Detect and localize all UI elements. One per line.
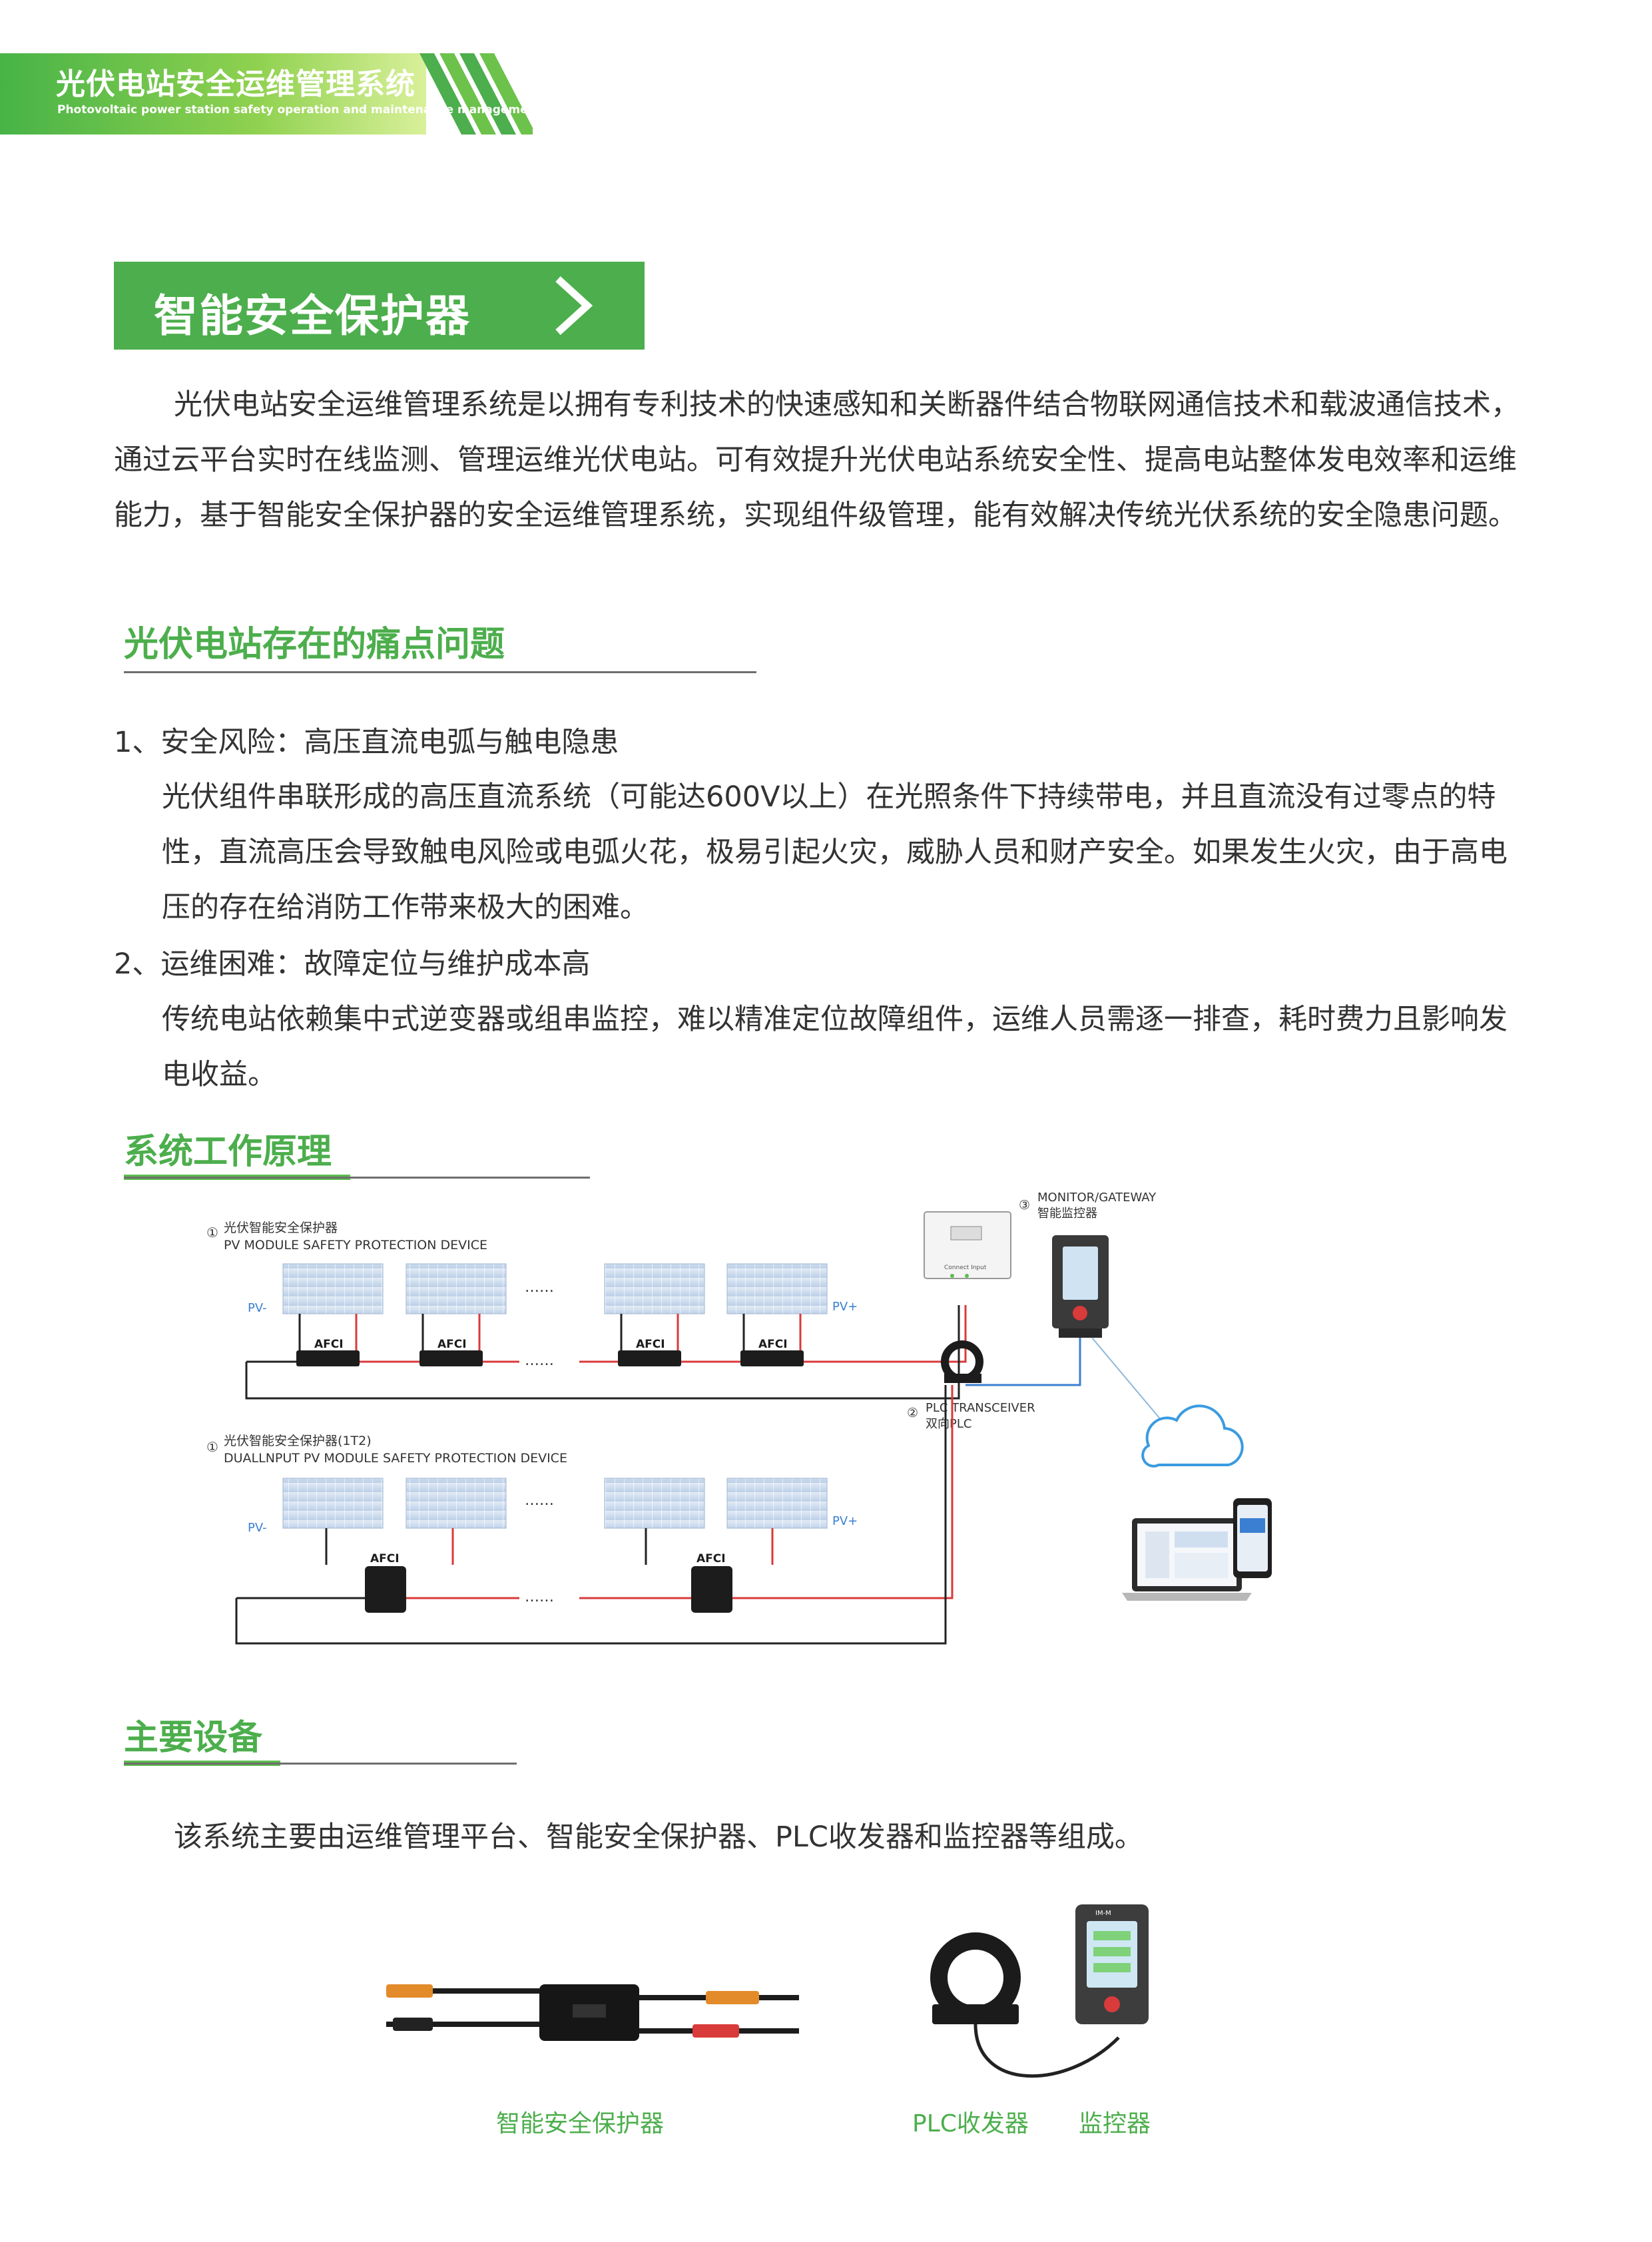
monitor-label-en: MONITOR/GATEWAY [1037,1191,1157,1205]
monitor-device-label: IM-M [1095,1910,1111,1917]
header-banner [0,53,426,135]
equipment-heading-rule [124,1763,517,1765]
monitor-label-cn: 智能监控器 [1037,1207,1097,1221]
chevron-right-icon [555,276,593,336]
plc-monitor-image: IM-M [930,1904,1149,2078]
row2-number: ① [206,1439,218,1455]
cloud-icon [1141,1404,1244,1468]
laptop-phone-icon [1122,1498,1272,1601]
row2-pv-minus: PV- [248,1521,267,1535]
system-diagram: ① 光伏智能安全保护器 PV MODULE SAFETY PROTECTION … [206,1191,1272,1645]
row1-label-cn: 光伏智能安全保护器 [224,1221,338,1235]
pain-heading-rule [124,671,756,673]
principle-heading-rule [124,1177,590,1179]
inverter: Connect Input [924,1211,1011,1279]
banner-title: 光伏电站安全运维管理系统 [56,67,415,101]
pv-panel [406,1478,507,1529]
monitor-plc-link [965,1338,1081,1386]
banner-subtitle: Photovoltaic power station safety operat… [57,103,591,117]
plc-label-cn: 双向PLC [926,1417,971,1431]
monitor-device [1052,1235,1109,1338]
plc-label-en: PLC TRANSCEIVER [926,1401,1035,1415]
row1-label-en: PV MODULE SAFETY PROTECTION DEVICE [224,1238,487,1253]
banner-stripes-decoration [419,53,533,135]
pv-panel [726,1263,828,1314]
row2-afci-devices [365,1566,732,1613]
pain-item-2-title: 2、运维困难：故障定位与维护成本高 [114,948,591,981]
svg-text:AFCI: AFCI [314,1338,344,1351]
principle-heading: 系统工作原理 [124,1132,332,1172]
row1-panels [282,1263,828,1314]
svg-text:AFCI: AFCI [696,1552,726,1565]
plc-transceiver [941,1340,983,1383]
row2-pv-plus: PV+ [832,1514,858,1528]
cloud-link [1091,1337,1166,1426]
pv-panel [406,1263,507,1314]
row1-afci-labels: AFCI AFCI AFCI AFCI [314,1338,788,1351]
pv-panel [282,1478,384,1529]
equipment-description: 该系统主要由运维管理平台、智能安全保护器、PLC收发器和监控器等组成。 [174,1821,1143,1854]
row1-dots: …… [525,1279,554,1296]
plc-number: ② [907,1406,918,1420]
row2-dots: …… [525,1492,554,1509]
row2-cable-dots: …… [525,1589,554,1605]
svg-text:AFCI: AFCI [437,1338,467,1351]
row1-afci-devices [296,1350,804,1366]
row2-panels [282,1478,828,1529]
caption-plc-transceiver: PLC收发器 [912,2110,1029,2137]
svg-text:AFCI: AFCI [758,1338,788,1351]
monitor-number: ③ [1019,1198,1030,1213]
caption-safety-protector: 智能安全保护器 [496,2110,665,2137]
row2-afci-labels: AFCI AFCI [370,1552,726,1565]
section-heading-title: 智能安全保护器 [154,290,471,342]
row1-pv-plus: PV+ [832,1300,858,1314]
intro-paragraph: 光伏电站安全运维管理系统是以拥有专利技术的快速感知和关断器件结合物联网通信技术和… [114,388,1519,532]
row2-label-cn: 光伏智能安全保护器(1T2) [224,1434,372,1448]
caption-monitor: 监控器 [1079,2110,1151,2137]
pain-item-2-body: 传统电站依赖集中式逆变器或组串监控，难以精准定位故障组件，运维人员需逐一排查，耗… [162,1003,1508,1091]
pv-panel [604,1478,705,1529]
svg-text:AFCI: AFCI [370,1552,400,1565]
row2-label-en: DUALLNPUT PV MODULE SAFETY PROTECTION DE… [224,1451,567,1466]
row1-cable-dots: …… [525,1352,554,1369]
svg-text:AFCI: AFCI [636,1338,665,1351]
pain-heading: 光伏电站存在的痛点问题 [124,625,505,665]
section-heading-box: 智能安全保护器 [114,262,645,350]
pv-panel [604,1263,705,1314]
row1-cables [245,1305,967,1400]
row1-number: ① [206,1225,218,1241]
safety-protector-image [386,1984,799,2041]
inverter-label: Connect Input [944,1264,987,1271]
row2-cables [235,1385,954,1645]
pain-item-1-body: 光伏组件串联形成的高压直流系统（可能达600V以上）在光照条件下持续带电，并且直… [162,780,1508,924]
pain-item-1-title: 1、安全风险：高压直流电弧与触电隐患 [114,726,619,759]
row1-pv-minus: PV- [248,1301,267,1315]
equipment-heading: 主要设备 [124,1718,263,1758]
pv-panel [726,1478,828,1529]
pv-panel [282,1263,384,1314]
